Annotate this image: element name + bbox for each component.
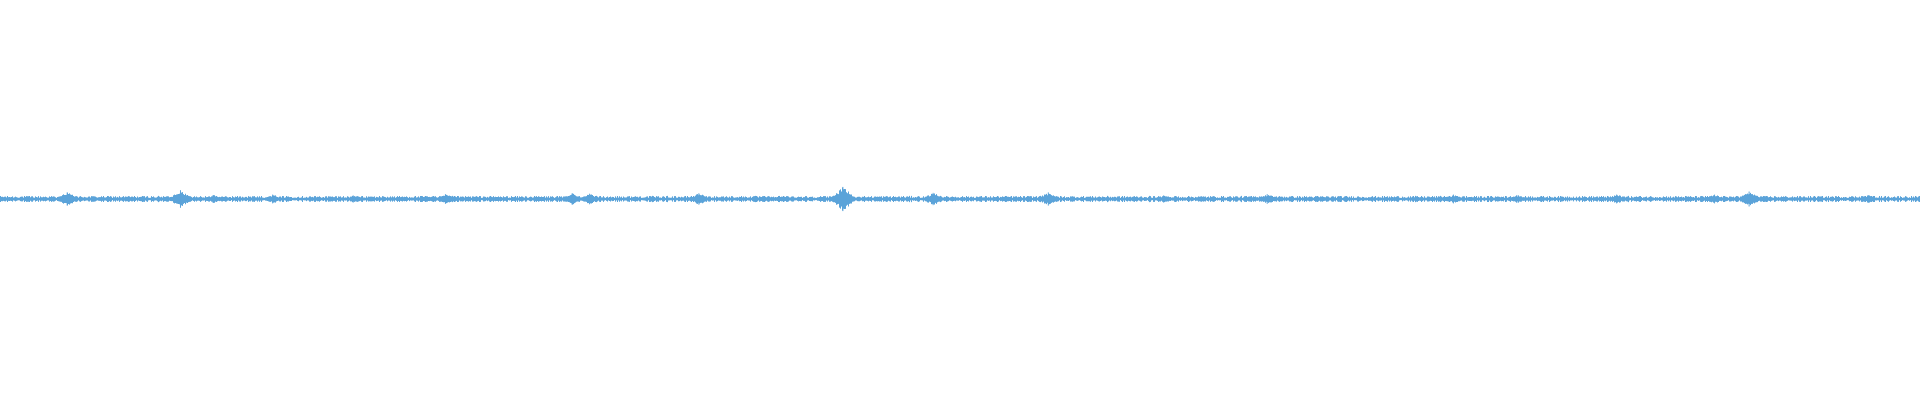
waveform-signal [0, 187, 1920, 211]
waveform-bars [0, 186, 1920, 212]
